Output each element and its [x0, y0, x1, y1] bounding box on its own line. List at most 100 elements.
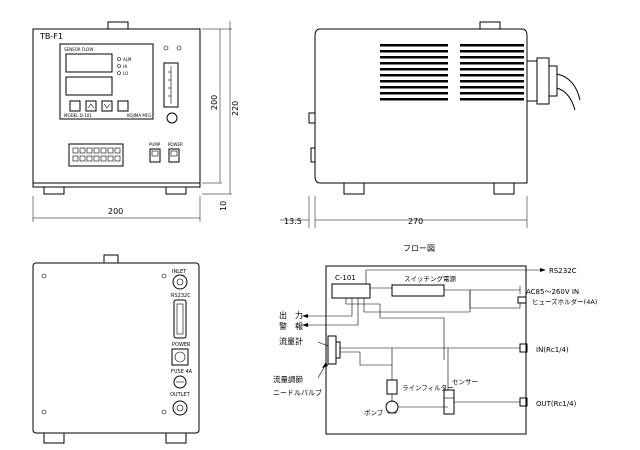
terminal-screw	[114, 147, 121, 154]
terminal-screw	[100, 155, 107, 162]
outlet-fitting	[519, 397, 528, 407]
line-filter-label: ラインフィルター	[402, 383, 454, 392]
vent-slot	[380, 80, 448, 83]
screw-icon	[41, 273, 47, 279]
screw-icon	[161, 273, 167, 279]
flow-diagram: フロー図 C-101 スイッチング電源 RS232C AC85～260V IN …	[273, 244, 597, 435]
terminal-screw	[100, 147, 107, 154]
terminal-screw	[79, 155, 86, 162]
inlet-port	[172, 274, 188, 290]
knob-protrusion	[308, 112, 316, 124]
vent-slot	[380, 62, 448, 65]
terminal-screw	[86, 147, 93, 154]
up-arrow-icon	[87, 103, 95, 109]
vent-slot	[460, 80, 524, 83]
key-button	[69, 100, 81, 112]
flow-box	[325, 265, 527, 435]
outlet-port	[172, 400, 188, 416]
rear-label: POWER	[172, 342, 191, 348]
key-button	[101, 100, 113, 112]
pump-symbol	[385, 400, 399, 414]
panel-caption: SENSOR FLOW	[64, 47, 93, 52]
inlet-label: IN(Rc1/4)	[536, 346, 569, 354]
rear-connector	[526, 60, 538, 102]
sensor-label: センサー	[452, 378, 478, 386]
flow-title: フロー図	[403, 244, 435, 253]
vent-slot	[460, 44, 524, 47]
dim-front: 13.5	[284, 217, 302, 226]
vent-slot	[460, 74, 524, 77]
top-handle	[107, 21, 129, 30]
controller-block	[331, 283, 371, 299]
front-view: TB-F1 SENSOR FLOW ALM HI LO MODEL D-101 …	[32, 21, 240, 222]
vent-slots	[380, 44, 524, 101]
terminal-screw	[93, 147, 100, 154]
vent-slot	[380, 98, 448, 101]
foot-right	[165, 186, 187, 195]
screw-icon	[41, 409, 47, 415]
maker-small: KOJIMA MFG	[127, 113, 151, 118]
vent-slot	[460, 92, 524, 95]
rs232c-label: RS232C	[549, 267, 577, 275]
display-upper	[65, 53, 113, 73]
terminal-screw	[86, 155, 93, 162]
cable-lower	[556, 87, 576, 111]
needle-valve-knob	[166, 112, 178, 124]
lamp-icon	[163, 45, 169, 51]
dim-height-1: 200	[210, 95, 219, 110]
power-supply-block	[391, 284, 445, 297]
terminal-screw	[107, 155, 114, 162]
controller-label: C-101	[335, 274, 356, 282]
rear-foot	[165, 432, 187, 444]
rear-foot	[43, 432, 65, 444]
valve-label-1: 流量調節	[273, 374, 303, 384]
pump-label: ポンプ	[364, 409, 384, 417]
terminal-screw	[114, 155, 121, 162]
front-body	[32, 28, 201, 188]
led-label: HI	[123, 64, 127, 69]
rear-view: INLET RS232C POWER FUSE 4A OUTLET	[32, 254, 200, 444]
vent-slot	[460, 50, 524, 53]
rs232c-port	[173, 299, 187, 339]
terminal-screws	[72, 147, 121, 162]
side-foot	[493, 182, 515, 195]
key-button	[85, 100, 97, 112]
dim-depth: 270	[408, 217, 423, 226]
vent-slot	[380, 50, 448, 53]
vent-slot	[460, 68, 524, 71]
flowmeter-tube	[163, 62, 179, 108]
side-handle	[479, 21, 501, 30]
vent-slot	[380, 56, 448, 59]
dim-height-2: 220	[231, 101, 240, 116]
vent-slot	[460, 56, 524, 59]
vent-slot	[380, 86, 448, 89]
fuse-holder	[173, 375, 187, 389]
output-label: 出 力	[279, 310, 303, 320]
dim-width: 200	[108, 207, 123, 216]
sensor-symbol	[443, 389, 455, 415]
rear-label: FUSE 4A	[171, 369, 193, 375]
fuse-holder-label: ヒューズホルダー(4A)	[532, 297, 597, 306]
rear-label: OUTLET	[170, 392, 191, 398]
rear-handle	[103, 254, 119, 264]
terminal-block	[68, 143, 124, 167]
vent-slot	[460, 86, 524, 89]
dim-foot: 10	[219, 201, 228, 211]
terminal-screw	[107, 147, 114, 154]
rs232c-plug	[536, 57, 550, 105]
power-inlet	[171, 348, 189, 366]
vent-slot	[380, 44, 448, 47]
power-switch	[168, 148, 180, 163]
cable-upper	[556, 73, 581, 101]
pump-switch	[149, 148, 161, 163]
side-body	[314, 28, 528, 184]
flowmeter-label: 流量計	[279, 336, 303, 346]
power-supply-label: スイッチング電源	[404, 274, 457, 283]
display-lower	[65, 76, 113, 96]
vent-slot	[460, 62, 524, 65]
rear-label: RS232C	[171, 293, 191, 299]
key-button	[117, 100, 129, 112]
terminal-screw	[72, 155, 79, 162]
switch-label: PUMP	[149, 142, 161, 147]
